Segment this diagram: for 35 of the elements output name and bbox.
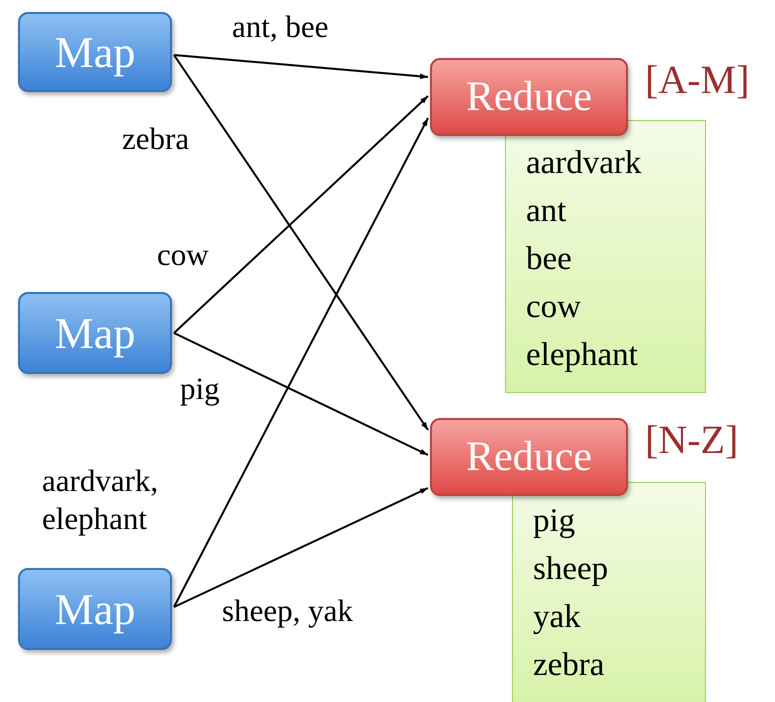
word: ant <box>526 192 568 231</box>
edge-label: pig <box>180 370 220 408</box>
box-label: Map <box>54 584 136 634</box>
word: pig <box>533 502 576 541</box>
word: yak <box>533 598 582 637</box>
edge-label: cow <box>157 236 209 274</box>
box-label: Reduce <box>466 433 592 481</box>
key-range-label: [N-Z] <box>645 416 738 463</box>
edge-label: zebra <box>122 120 190 158</box>
arrow <box>174 487 428 608</box>
reduce-box <box>430 58 628 136</box>
map-box <box>18 12 172 92</box>
arrow <box>173 95 429 334</box>
edge-label: aardvark, elephant <box>42 462 160 538</box>
arrow <box>173 118 429 608</box>
word-list-box <box>505 120 706 393</box>
word: cow <box>526 288 582 327</box>
map-box <box>18 568 172 650</box>
word: zebra <box>533 646 606 685</box>
word: aardvark <box>526 144 642 183</box>
edge-label: sheep, yak <box>222 592 353 630</box>
box-label: Reduce <box>466 73 592 121</box>
map-box <box>18 292 172 374</box>
arrow <box>174 332 428 456</box>
word: elephant <box>526 336 639 375</box>
edge-label: ant, bee <box>232 8 328 46</box>
box-label: Map <box>54 26 136 78</box>
word-list-box <box>512 482 706 702</box>
arrow <box>173 54 429 431</box>
key-range-label: [A-M] <box>645 56 750 103</box>
word: bee <box>526 240 573 279</box>
word: sheep <box>533 550 610 589</box>
arrow <box>174 54 428 80</box>
box-label: Map <box>54 308 136 358</box>
reduce-box <box>430 418 628 496</box>
